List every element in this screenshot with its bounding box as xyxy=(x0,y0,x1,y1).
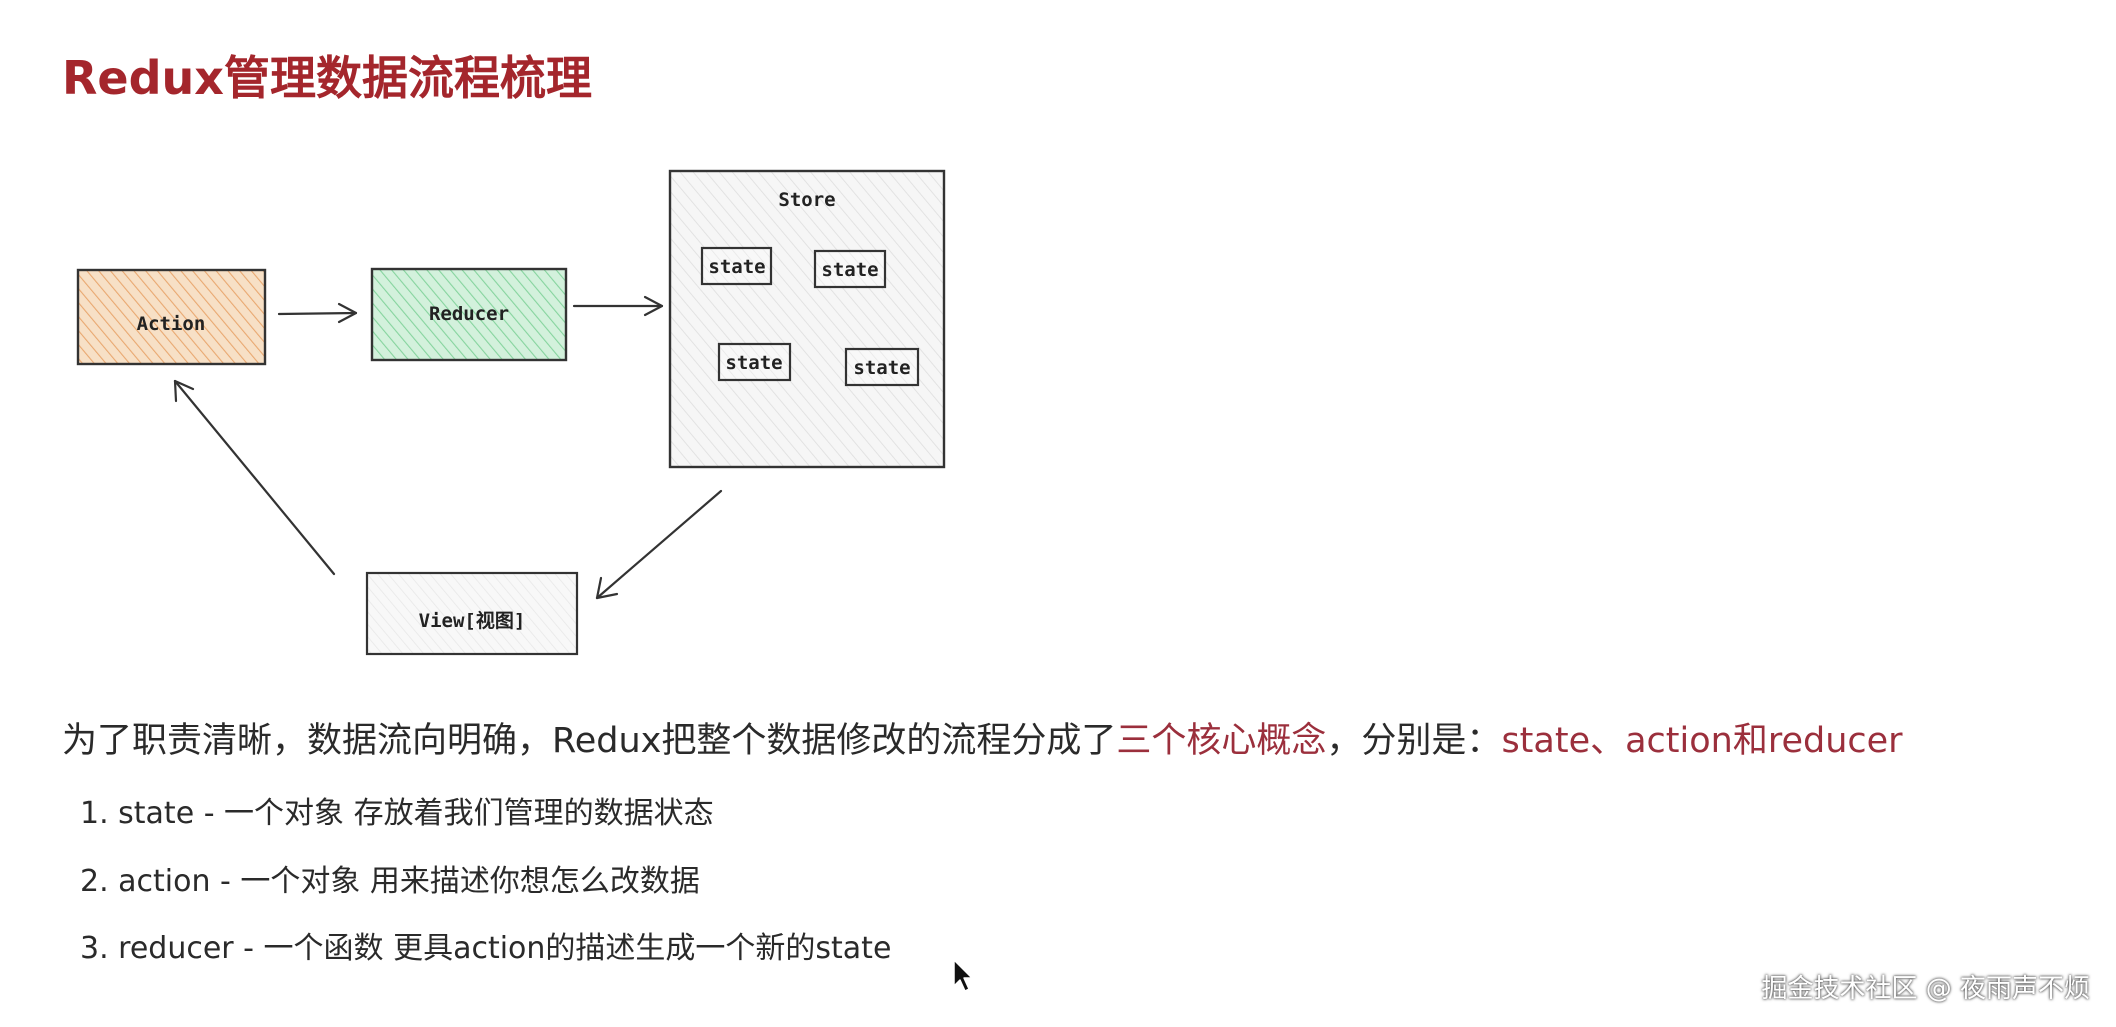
action-label: Action xyxy=(137,313,206,335)
arrow-store-to-view xyxy=(595,489,723,600)
watermark: 掘金技术社区 @ 夜雨声不烦 xyxy=(1761,974,2090,1004)
store-label: Store xyxy=(778,189,835,211)
intro-text-middle: ，分别是： xyxy=(1326,721,1502,761)
state-box: state xyxy=(700,246,773,286)
state-box: state xyxy=(813,249,887,289)
mouse-cursor-icon xyxy=(953,959,973,992)
arrow-view-to-action xyxy=(173,379,336,576)
concept-names-highlight: state、action和reducer xyxy=(1501,721,1903,761)
reducer-label: Reducer xyxy=(429,303,509,325)
state-box: state xyxy=(844,347,920,387)
action-node: Action xyxy=(76,268,267,366)
page-title: Redux管理数据流程梳理 xyxy=(62,51,592,105)
list-item-action: 2. action - 一个对象 用来描述你想怎么改数据 xyxy=(80,864,700,899)
redux-flow-diagram: Action Reducer Store state state state s… xyxy=(76,169,946,656)
reducer-node: Reducer xyxy=(370,267,568,362)
list-item-state: 1. state - 一个对象 存放着我们管理的数据状态 xyxy=(80,796,714,831)
core-concepts-highlight: 三个核心概念 xyxy=(1116,721,1327,761)
arrow-action-to-reducer xyxy=(277,302,358,324)
intro-text: 为了职责清晰，数据流向明确，Redux把整个数据修改的流程分成了 xyxy=(62,721,1117,761)
store-node: Store state state state state xyxy=(668,169,946,469)
state-box: state xyxy=(717,342,792,382)
list-item-reducer: 3. reducer - 一个函数 更具action的描述生成一个新的state xyxy=(80,931,892,966)
arrow-reducer-to-store xyxy=(572,295,664,317)
state-label: state xyxy=(725,352,782,374)
state-label: state xyxy=(853,357,910,379)
intro-paragraph: 为了职责清晰，数据流向明确，Redux把整个数据修改的流程分成了三个核心概念，分… xyxy=(62,712,1903,763)
view-node: View[视图] xyxy=(365,571,579,656)
state-label: state xyxy=(708,256,765,278)
state-label: state xyxy=(821,259,878,281)
view-label: View[视图] xyxy=(419,609,526,632)
